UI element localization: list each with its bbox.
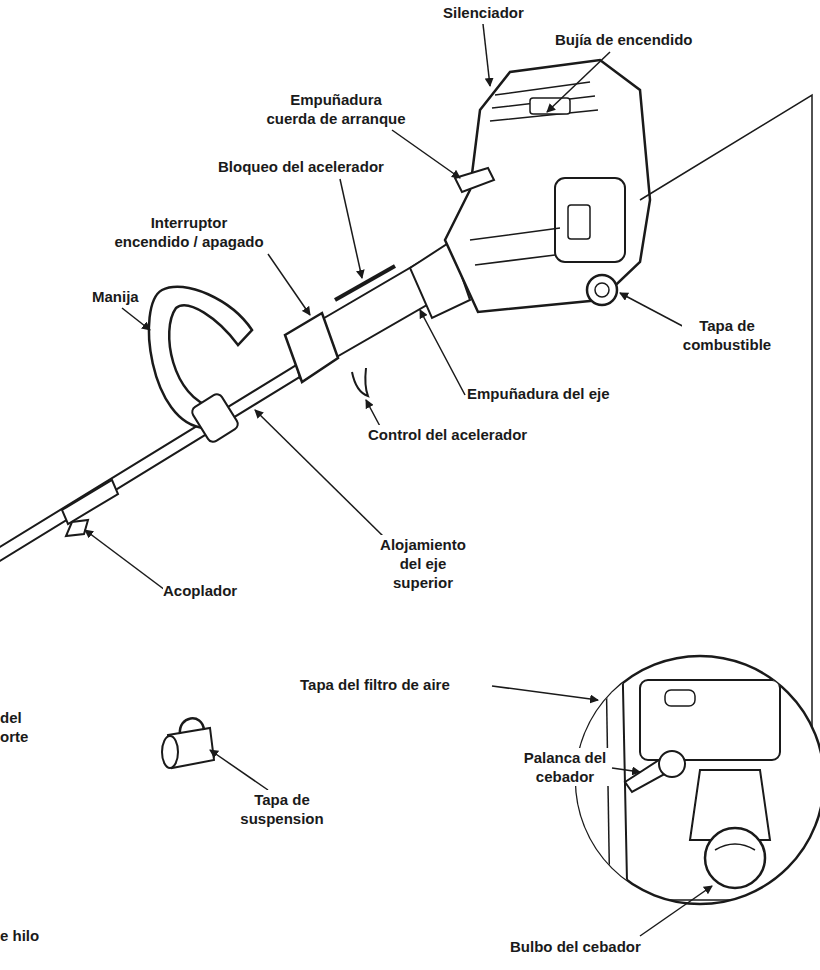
fuel-tank [555, 178, 625, 262]
leader-line [492, 686, 598, 700]
cropped-label: e hilo [0, 926, 39, 945]
leader-line [483, 24, 490, 86]
choke-pivot [659, 751, 685, 777]
part-label: Tapa de combustible [682, 316, 772, 354]
engine-detail [470, 228, 560, 265]
leader-line [420, 310, 465, 395]
leader-line [620, 293, 690, 330]
part-label: Silenciador [443, 3, 524, 22]
handle-clamp [190, 392, 240, 444]
throttle-trigger [352, 368, 368, 396]
leader-line [210, 750, 268, 790]
part-label: Empuñadura del eje [467, 384, 610, 403]
part-label: Bulbo del cebador [510, 937, 641, 956]
leader-line [255, 410, 385, 538]
part-label: Bujía de encendido [555, 30, 693, 49]
muffler-fins [490, 82, 598, 121]
bulb-highlight [715, 844, 755, 850]
leader-line [340, 179, 362, 278]
spark-plug [530, 98, 570, 114]
leader-line [640, 886, 712, 936]
coupler-knob [66, 520, 88, 536]
leader-lines [85, 24, 712, 936]
part-label: Tapa de suspension [237, 790, 327, 828]
switch-housing [285, 313, 338, 382]
part-label: Alojamiento del eje superior [378, 535, 468, 592]
part-label: Manija [92, 287, 139, 306]
hang-cap-opening [162, 736, 178, 768]
carburetor-port [665, 690, 695, 706]
part-label: Control del acelerador [368, 425, 527, 444]
fuel-cap-center [595, 283, 609, 297]
part-label: Palanca del cebador [520, 748, 610, 786]
leader-line [85, 530, 165, 590]
part-label: Tapa del filtro de aire [300, 675, 450, 694]
leader-line [612, 768, 640, 772]
leader-line [268, 254, 310, 315]
inset-connector [640, 95, 812, 727]
leader-line [547, 52, 610, 112]
engine-body [445, 60, 650, 312]
primer-bulb [705, 828, 765, 888]
throttle-lockout [335, 266, 395, 300]
part-label: Interruptor encendido / apagado [113, 213, 265, 251]
fuel-cap [587, 275, 617, 305]
part-label: Acoplador [163, 581, 237, 600]
part-label: Bloqueo del acelerador [218, 157, 384, 176]
hang-cap-loop [180, 718, 204, 734]
coupler-sleeve [62, 480, 118, 524]
part-label: Empuñadura cuerda de arranque [265, 90, 407, 128]
leader-line [392, 130, 460, 178]
inset-detail [640, 900, 800, 915]
leader-line [122, 308, 150, 330]
tank-window [568, 205, 590, 239]
starter-handle [455, 168, 494, 192]
cropped-label: del orte [0, 708, 40, 746]
carburetor-body [640, 680, 780, 760]
